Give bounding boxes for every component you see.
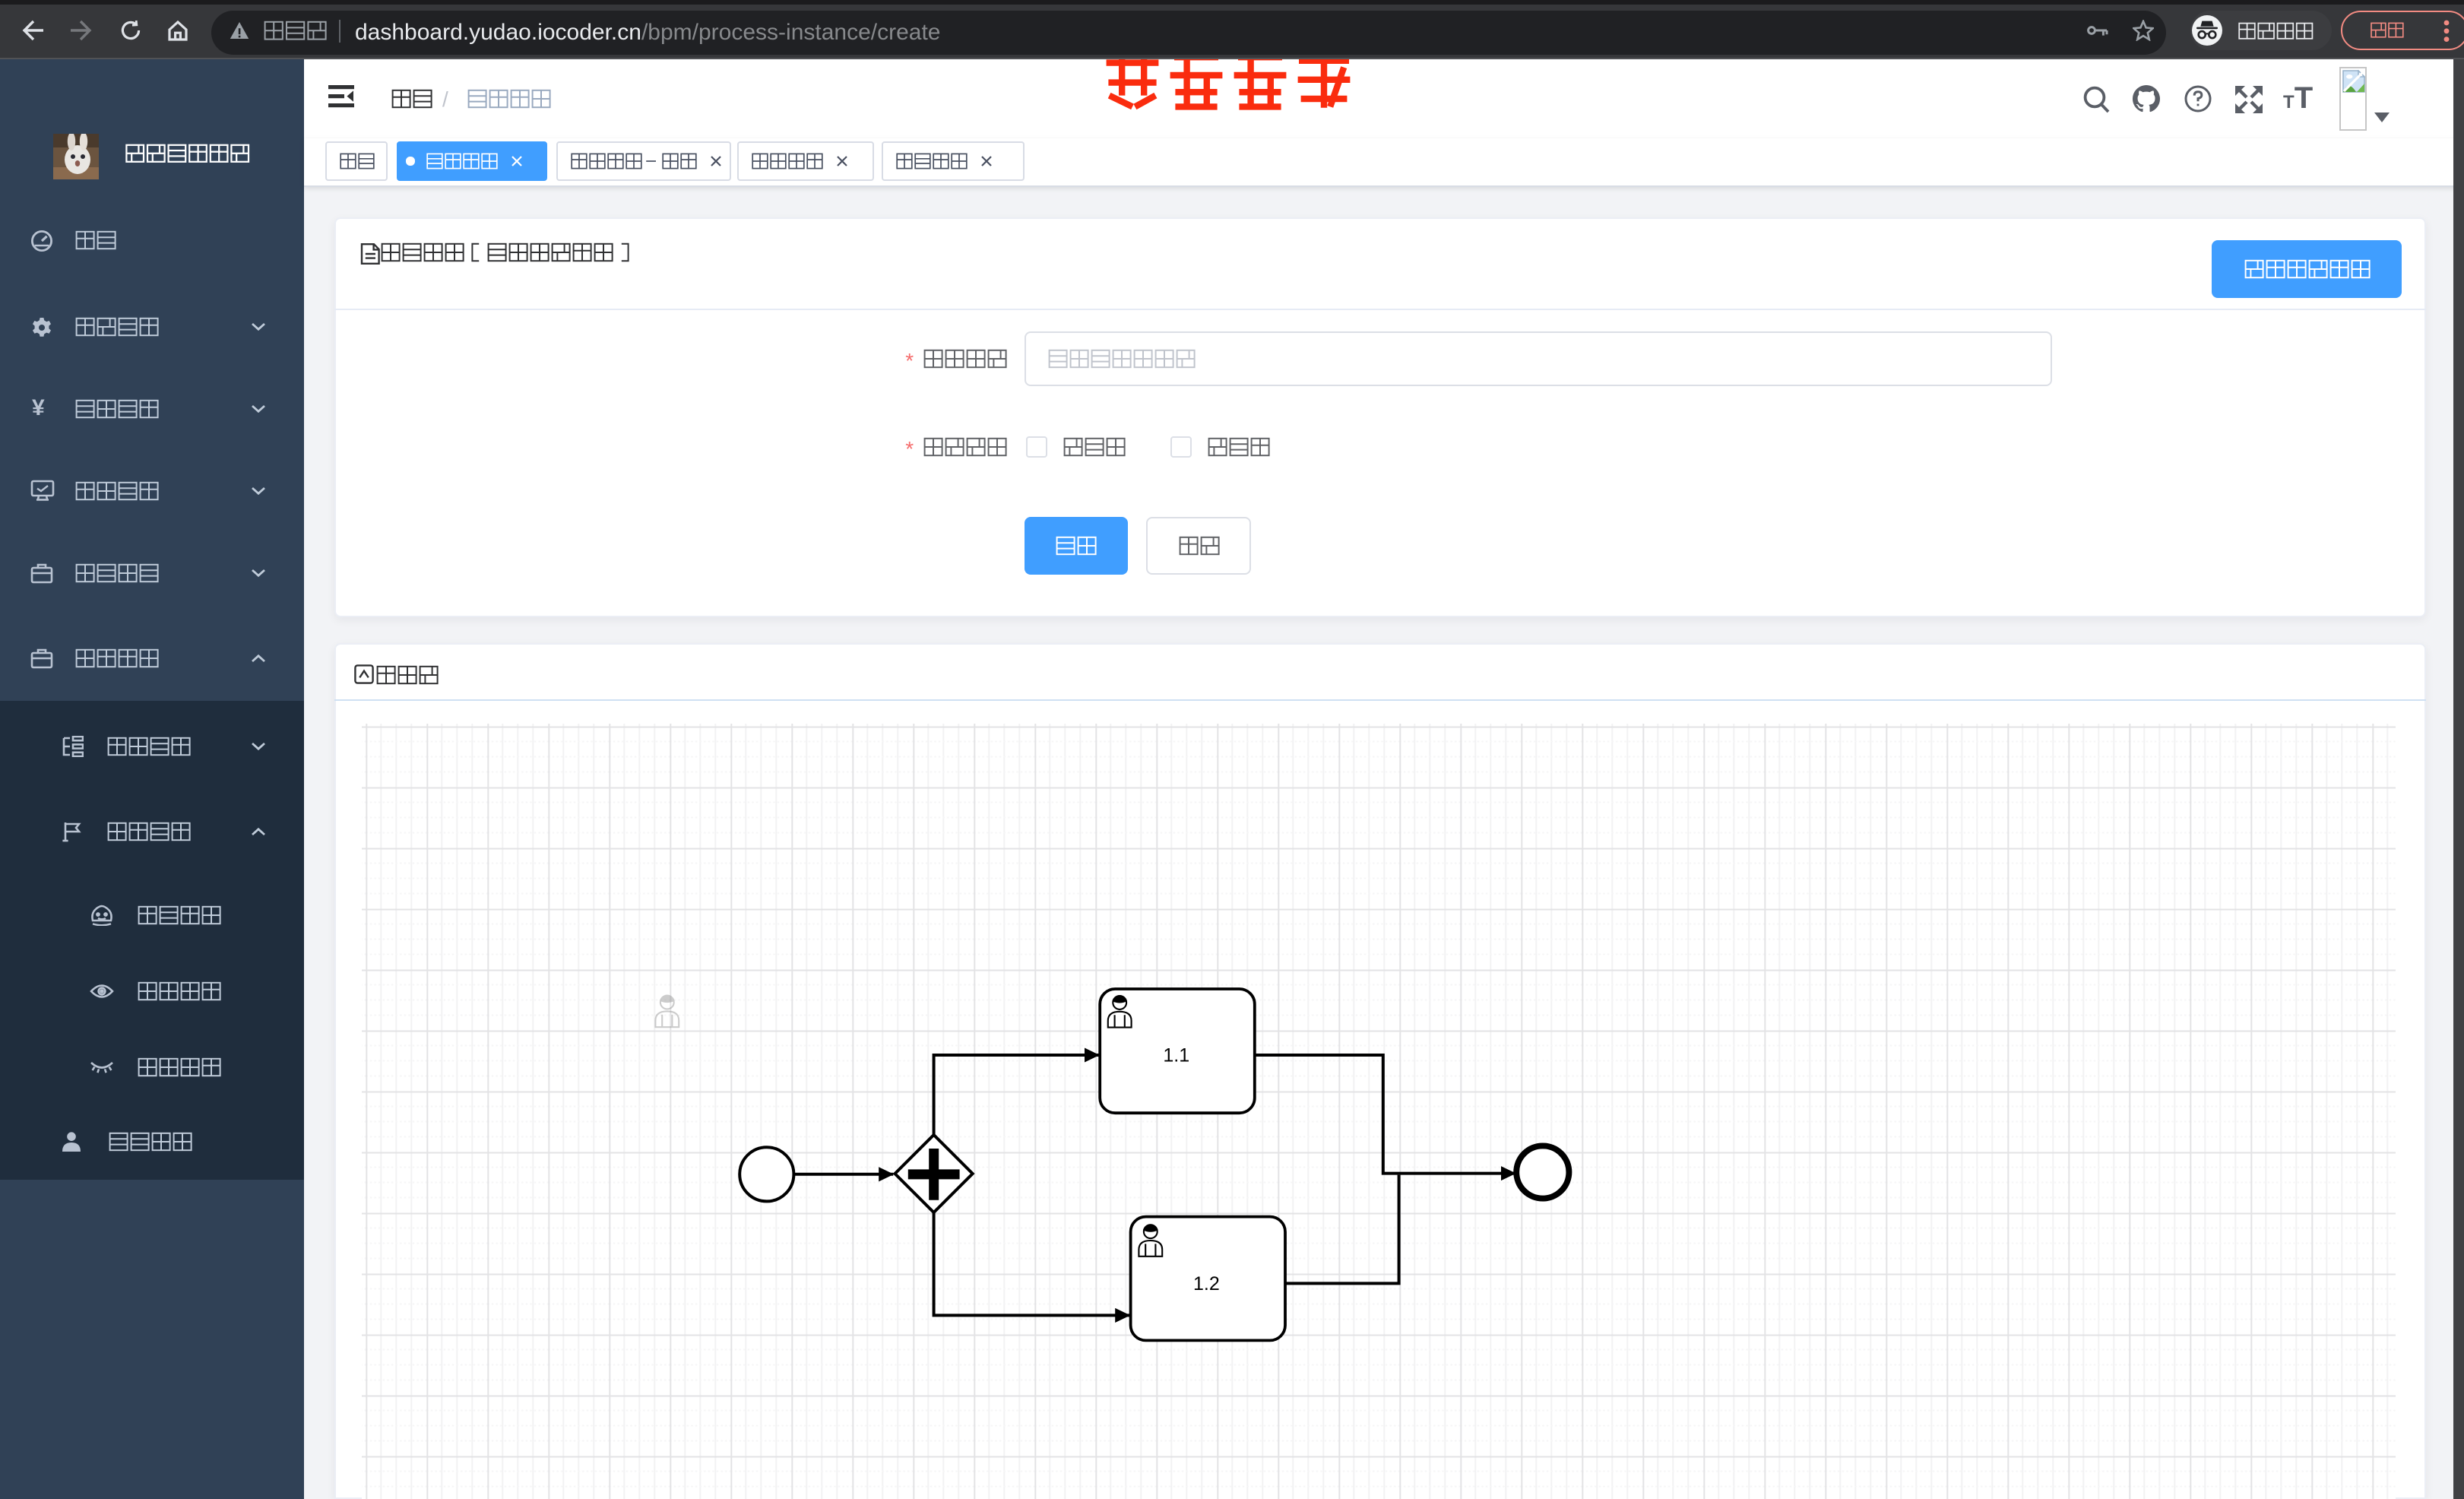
svg-text:1.1: 1.1: [1163, 1044, 1189, 1066]
svg-text:1.2: 1.2: [1192, 1272, 1219, 1294]
